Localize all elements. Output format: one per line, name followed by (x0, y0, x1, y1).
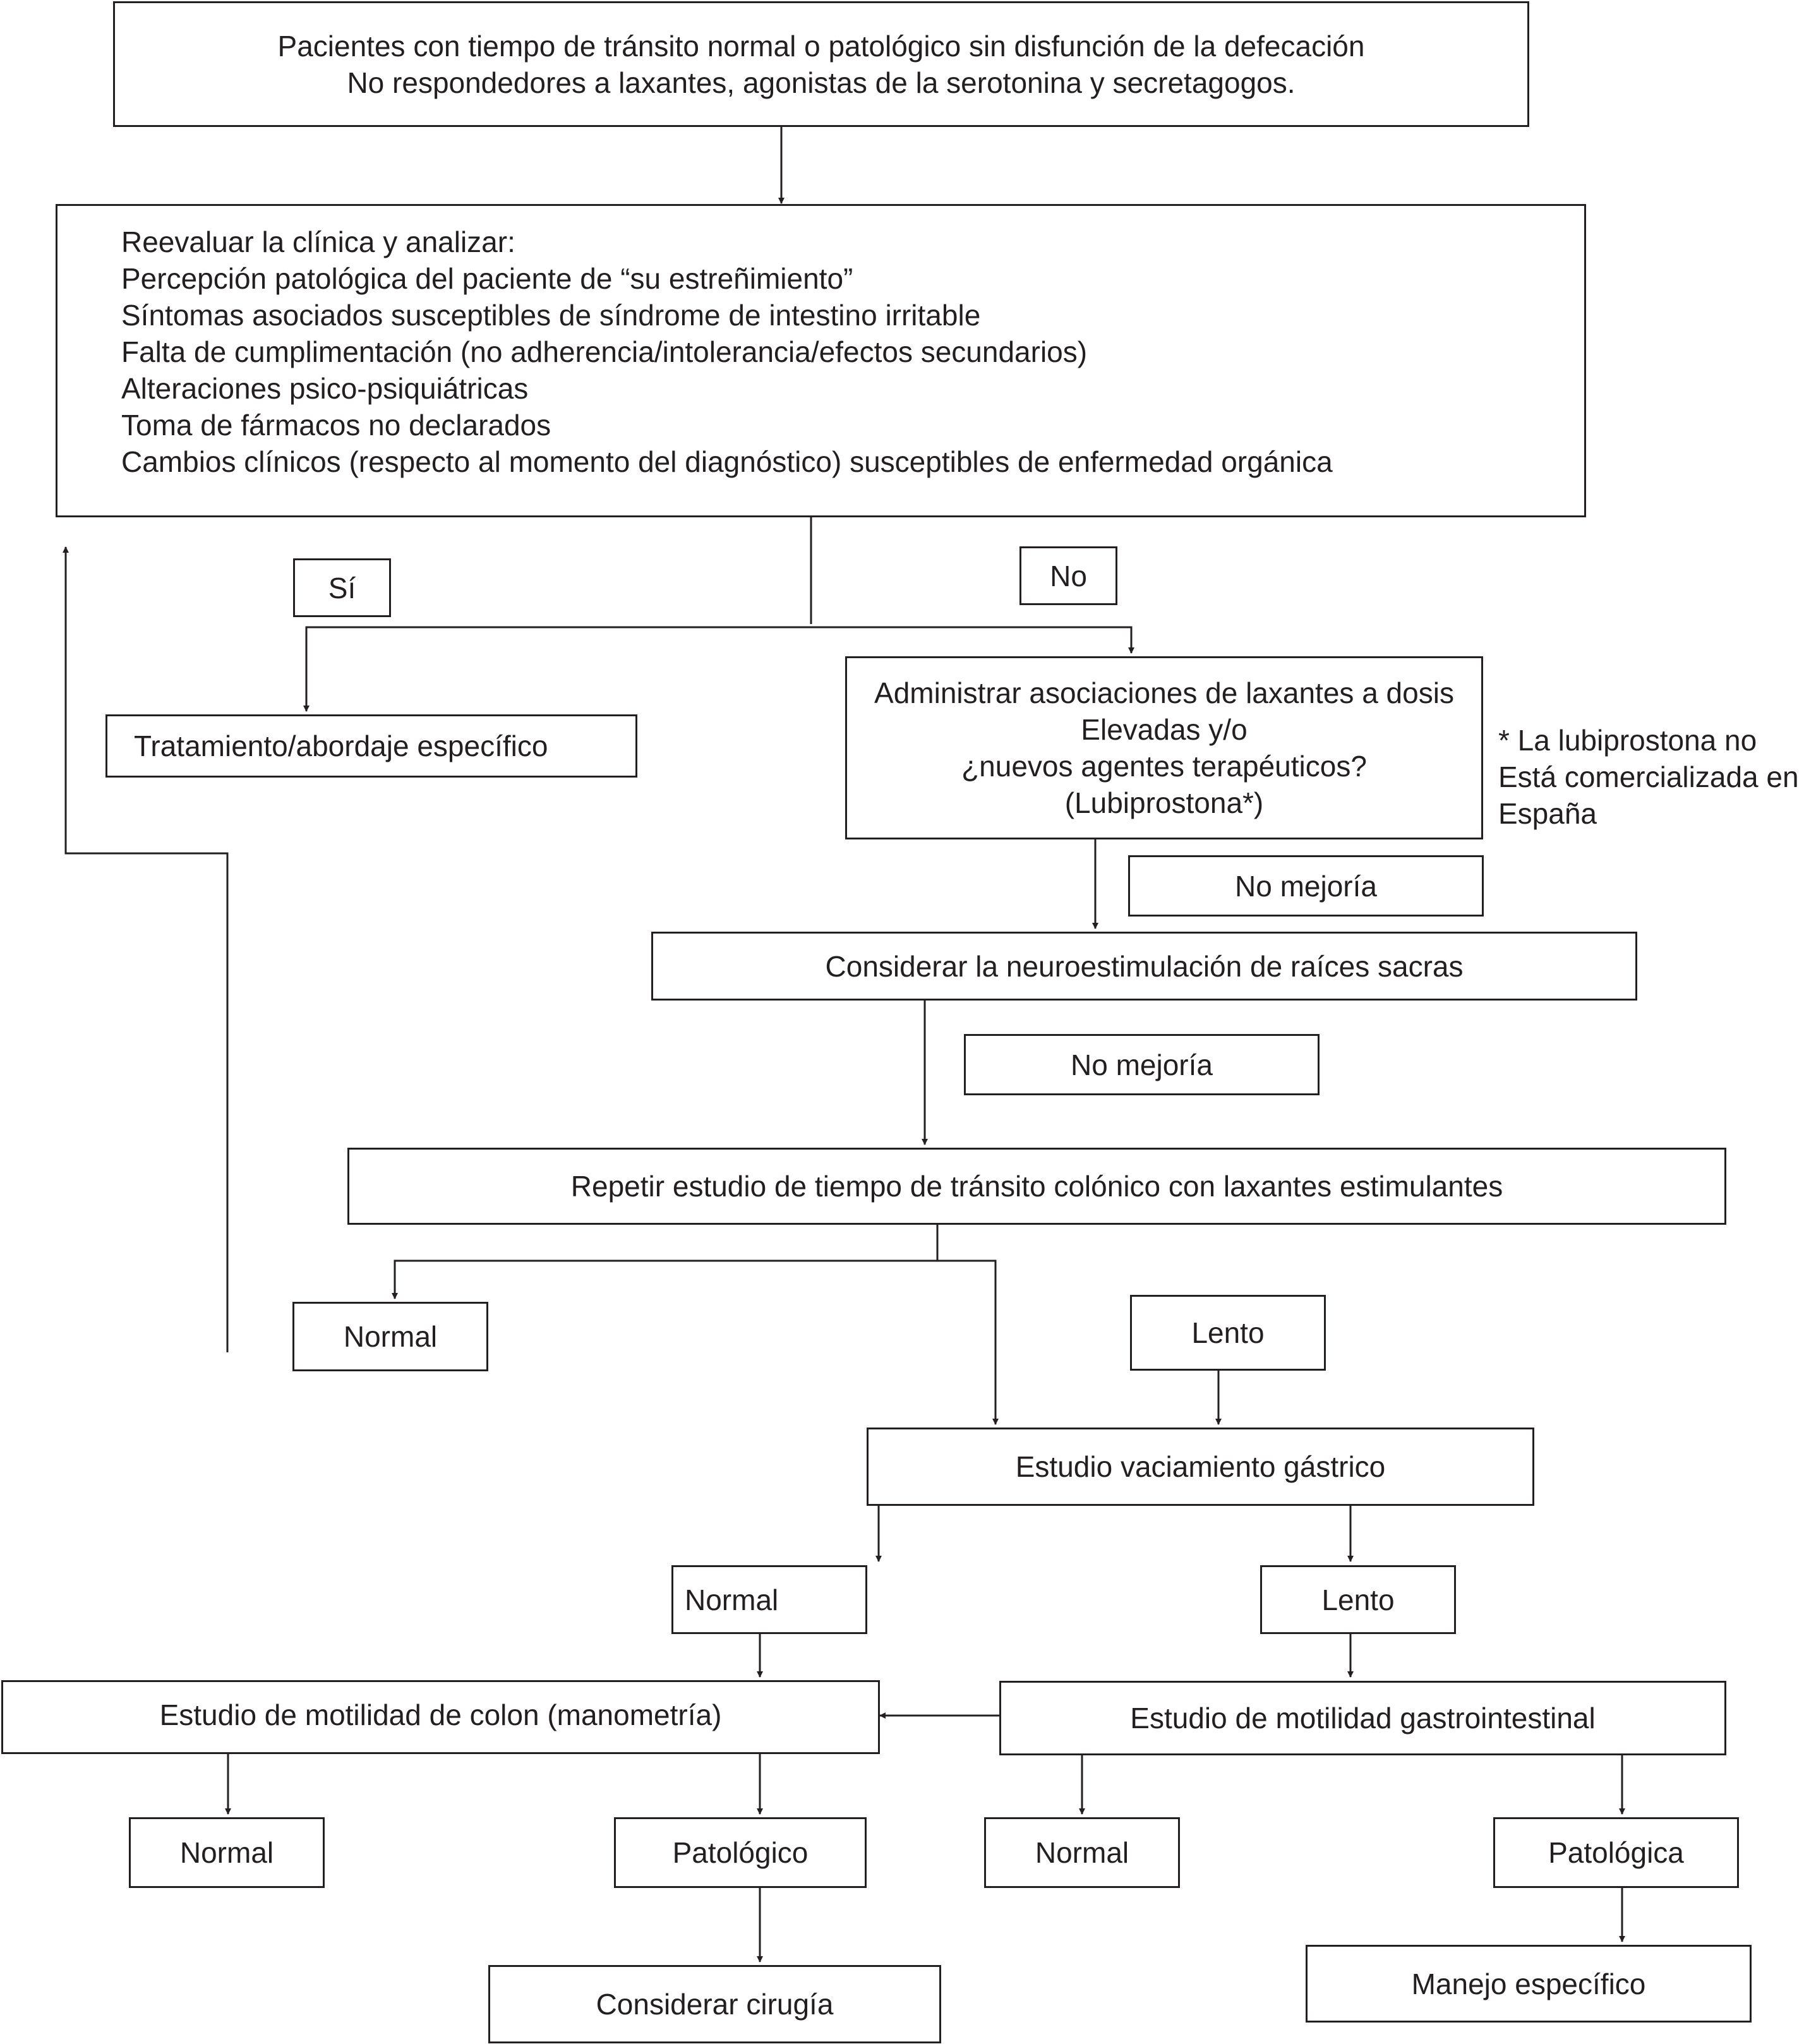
repeat-transit-study-box: Repetir estudio de tiempo de tránsito co… (347, 1148, 1726, 1225)
gastric-emptying-text: Estudio vaciamiento gástrico (1015, 1450, 1386, 1483)
specific-treatment-box: Tratamiento/abordaje específico (105, 714, 637, 778)
laxatives-line-1: Administrar asociaciones de laxantes a d… (874, 676, 1454, 709)
reevaluate-heading: Reevaluar la clínica y analizar: (121, 225, 515, 258)
reevaluate-item: Cambios clínicos (respecto al momento de… (121, 445, 1333, 478)
inclusion-criteria-line-1: Pacientes con tiempo de tránsito normal … (277, 29, 1365, 63)
reevaluate-item: Percepción patológica del paciente de “s… (121, 262, 853, 295)
reevaluate-item: Alteraciones psico-psiquiátricas (121, 372, 529, 405)
si-label: Sí (328, 571, 356, 604)
gastric-normal-box: Normal (671, 1565, 867, 1634)
arrow-repeat-to-normal (392, 1259, 937, 1299)
transit-normal-label: Normal (343, 1320, 438, 1353)
arrow-si-branch (303, 626, 811, 712)
no-label-box: No (1019, 546, 1117, 605)
no-label: No (1050, 559, 1087, 592)
inclusion-criteria-box: Pacientes con tiempo de tránsito normal … (113, 1, 1529, 127)
arrow-no-branch (811, 626, 1134, 654)
neurostimulation-text: Considerar la neuroestimulación de raíce… (825, 949, 1464, 983)
no-mejoria-box-1: No mejoría (1128, 855, 1484, 917)
arrow-feedback-loop (63, 546, 229, 1352)
no-mejoria-box-2: No mejoría (964, 1034, 1320, 1095)
specific-treatment-text: Tratamiento/abordaje específico (134, 730, 548, 762)
neurostimulation-box: Considerar la neuroestimulación de raíce… (651, 932, 1637, 1001)
arrow-repeat-to-gastric (937, 1259, 999, 1425)
gastric-normal-label: Normal (685, 1583, 779, 1616)
gi-patologica-label: Patológica (1548, 1836, 1684, 1869)
transit-lento-box: Lento (1130, 1295, 1326, 1371)
transit-lento-label: Lento (1191, 1316, 1265, 1349)
no-mejoria-label-2: No mejoría (1071, 1048, 1213, 1081)
gastric-lento-label: Lento (1321, 1583, 1395, 1616)
laxatives-line-2: Elevadas y/o (1081, 713, 1248, 746)
colon-patologico-box: Patológico (614, 1817, 867, 1888)
reevaluate-item: Falta de cumplimentación (no adherencia/… (121, 335, 1088, 368)
consider-surgery-text: Considerar cirugía (596, 1988, 834, 2021)
footnote-line-2: Está comercializada en (1498, 760, 1799, 793)
gi-normal-box: Normal (984, 1817, 1180, 1888)
laxatives-line-4: (Lubiprostona*) (1064, 786, 1264, 819)
colon-motility-box: Estudio de motilidad de colon (manometrí… (1, 1680, 880, 1754)
inclusion-criteria-line-2: No respondedores a laxantes, agonistas d… (347, 66, 1296, 99)
gi-normal-label: Normal (1035, 1836, 1129, 1869)
laxatives-box: Administrar asociaciones de laxantes a d… (845, 656, 1483, 839)
gi-patologica-box: Patológica (1493, 1817, 1739, 1888)
repeat-transit-study-text: Repetir estudio de tiempo de tránsito co… (570, 1170, 1503, 1203)
gi-motility-text: Estudio de motilidad gastrointestinal (1130, 1702, 1596, 1734)
reevaluate-box: Reevaluar la clínica y analizar: Percepc… (56, 204, 1586, 517)
footnote-line-3: España (1498, 797, 1597, 830)
reevaluate-item: Toma de fármacos no declarados (121, 409, 551, 442)
gi-motility-box: Estudio de motilidad gastrointestinal (999, 1681, 1726, 1755)
si-label-box: Sí (293, 558, 391, 617)
specific-management-text: Manejo específico (1411, 1967, 1646, 2000)
colon-normal-box: Normal (129, 1817, 325, 1888)
lubiprostone-footnote: * La lubiprostona no Está comercializada… (1498, 722, 1799, 832)
footnote-line-1: * La lubiprostona no (1498, 724, 1757, 757)
reevaluate-item: Síntomas asociados susceptibles de síndr… (121, 299, 981, 332)
colon-patologico-label: Patológico (672, 1836, 809, 1869)
specific-management-box: Manejo específico (1306, 1945, 1752, 2023)
gastric-emptying-box: Estudio vaciamiento gástrico (867, 1428, 1534, 1506)
no-mejoria-label-1: No mejoría (1235, 869, 1377, 903)
transit-normal-box: Normal (292, 1302, 488, 1371)
laxatives-line-3: ¿nuevos agentes terapéuticos? (961, 750, 1367, 783)
colon-motility-text: Estudio de motilidad de colon (manometrí… (159, 1698, 722, 1731)
consider-surgery-box: Considerar cirugía (488, 1965, 941, 2043)
colon-normal-label: Normal (179, 1836, 274, 1869)
gastric-lento-box: Lento (1260, 1565, 1456, 1634)
